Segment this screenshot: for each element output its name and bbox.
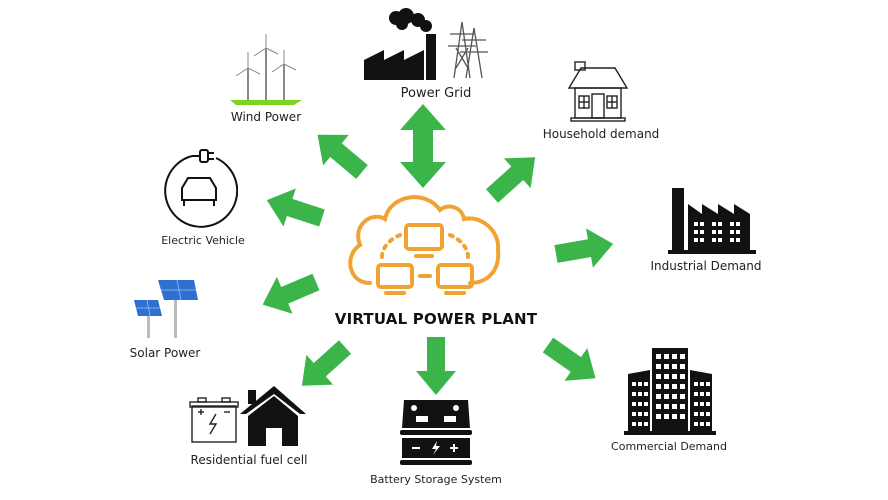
battery-house-icon [189, 386, 306, 446]
cloud-network-icon [348, 195, 501, 295]
wind-turbine-icon [230, 34, 302, 105]
industrial-factory-icon [668, 188, 756, 254]
arrow-industrial-demand [552, 224, 617, 274]
solar-panel-icon [134, 279, 198, 338]
label-solar-power: Solar Power [129, 346, 201, 360]
arrow-solar-power [254, 263, 324, 324]
label-industrial-demand: Industrial Demand [650, 259, 762, 273]
arrow-electric-vehicle [260, 181, 329, 238]
arrow-wind-power [304, 119, 375, 188]
battery-storage-icon [400, 400, 472, 465]
label-wind-power: Wind Power [230, 110, 302, 124]
label-household-demand: Household demand [542, 127, 660, 141]
house-outline-icon [567, 61, 629, 122]
arrow-commercial-demand [536, 328, 607, 395]
label-residential-fuel-cell: Residential fuel cell [190, 453, 308, 467]
label-electric-vehicle: Electric Vehicle [161, 234, 245, 247]
factory-pylon-icon [364, 8, 488, 80]
center-title: VIRTUAL POWER PLANT [334, 310, 538, 328]
arrow-power-grid [400, 104, 446, 188]
ev-charging-icon [164, 149, 238, 228]
label-commercial-demand: Commercial Demand [611, 440, 727, 453]
arrow-battery-storage [416, 337, 456, 395]
label-battery-storage-system: Battery Storage System [370, 473, 502, 486]
label-power-grid: Power Grid [400, 86, 472, 101]
office-buildings-icon [624, 348, 716, 435]
